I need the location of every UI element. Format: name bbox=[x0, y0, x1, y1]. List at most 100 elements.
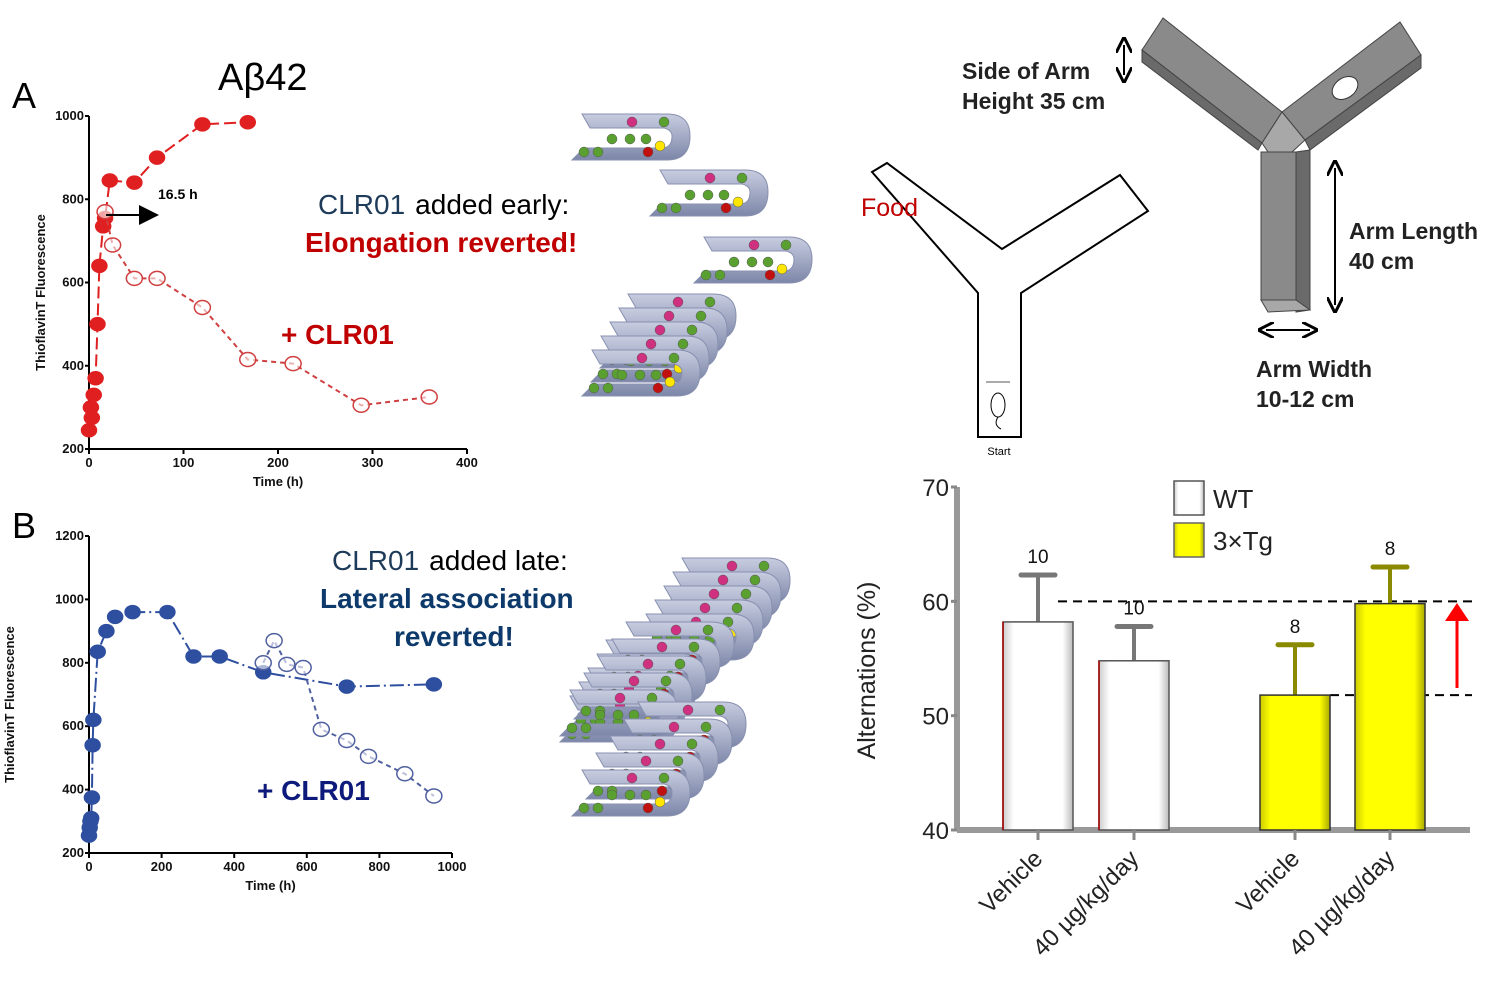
x-tick-label: 0 bbox=[85, 859, 92, 874]
data-point-open bbox=[96, 203, 114, 220]
residue-dot bbox=[594, 709, 606, 721]
residue-dot bbox=[664, 376, 676, 388]
n-label: 10 bbox=[1027, 547, 1048, 568]
y-tick-label: 50 bbox=[922, 704, 949, 731]
x-tick-label: 200 bbox=[267, 455, 289, 470]
data-point-open bbox=[254, 655, 272, 671]
residue-dot bbox=[642, 146, 654, 158]
data-point-filled bbox=[85, 387, 102, 403]
fibril-illustrations bbox=[558, 113, 813, 817]
residue-dot bbox=[578, 802, 590, 814]
residue-dot bbox=[592, 802, 604, 814]
x-tick-label: 200 bbox=[151, 859, 173, 874]
fibril-hairpin bbox=[692, 236, 813, 284]
x-tick-label: 800 bbox=[369, 859, 391, 874]
arrow-label: 16.5 h bbox=[158, 186, 198, 202]
x-tick-label: 400 bbox=[223, 859, 245, 874]
residue-dot bbox=[672, 296, 684, 308]
residue-dot bbox=[580, 722, 592, 734]
x-axis-label: Time (h) bbox=[245, 878, 295, 893]
x-tick-label: 300 bbox=[362, 455, 384, 470]
data-point-open bbox=[425, 788, 443, 804]
residue-dot bbox=[674, 658, 686, 670]
y-tick-label: 400 bbox=[62, 782, 84, 797]
residue-dot bbox=[656, 641, 668, 653]
x-axis-label: Time (h) bbox=[253, 474, 303, 489]
data-point-filled bbox=[106, 609, 124, 625]
residue-dot bbox=[717, 574, 729, 586]
residue-dot bbox=[670, 202, 682, 214]
residue-dot bbox=[645, 338, 657, 350]
residue-dot bbox=[654, 140, 666, 152]
residue-dot bbox=[736, 172, 748, 184]
ymaze-schematic: Food Start bbox=[861, 161, 1150, 458]
residue-dot bbox=[700, 269, 712, 281]
data-point-filled bbox=[211, 649, 228, 664]
y-axis-label: ThioflavinT Fluorescence bbox=[33, 214, 48, 371]
residue-dot bbox=[642, 658, 654, 670]
residue-dot bbox=[695, 310, 707, 322]
residue-dot bbox=[592, 785, 604, 797]
residue-dot bbox=[606, 133, 618, 145]
data-point-filled bbox=[425, 677, 443, 692]
side-height-label-1: Side of Arm bbox=[962, 58, 1090, 84]
x-tick-label: 0 bbox=[85, 455, 92, 470]
data-point-filled bbox=[148, 150, 166, 165]
x-tick-label: 100 bbox=[173, 455, 195, 470]
data-point-open bbox=[396, 766, 414, 782]
residue-dot bbox=[636, 352, 648, 364]
residue-dot bbox=[718, 189, 730, 201]
x-tick-label: 600 bbox=[296, 859, 318, 874]
residue-dot bbox=[764, 269, 776, 281]
data-point-open bbox=[148, 270, 166, 287]
legend-swatch bbox=[1173, 480, 1205, 516]
bar bbox=[1259, 694, 1331, 831]
data-point-open bbox=[294, 659, 312, 676]
bar bbox=[1002, 621, 1074, 831]
y-tick-label: 1000 bbox=[55, 108, 84, 123]
residue-dot bbox=[658, 116, 670, 128]
x-tick-label: Vehicle bbox=[974, 845, 1048, 919]
arm-length-label-2: 40 cm bbox=[1349, 248, 1414, 274]
y-tick-label: 200 bbox=[62, 845, 84, 860]
early-annotation-line2: Elongation reverted! bbox=[305, 227, 577, 258]
data-point-open bbox=[239, 351, 257, 368]
residue-dot bbox=[732, 196, 744, 208]
data-point-filled bbox=[124, 604, 141, 620]
residue-dot bbox=[702, 624, 714, 636]
data-point-filled bbox=[98, 623, 115, 639]
residue-dot bbox=[684, 189, 696, 201]
residue-dot bbox=[677, 338, 689, 350]
residue-dot bbox=[654, 324, 666, 336]
y-tick-label: 60 bbox=[922, 589, 949, 616]
residue-dot bbox=[640, 755, 652, 767]
residue-dot bbox=[686, 324, 698, 336]
residue-dot bbox=[668, 721, 680, 733]
n-label: 10 bbox=[1123, 598, 1144, 619]
residue-dot bbox=[592, 146, 604, 158]
y-tick-label: 200 bbox=[62, 441, 84, 456]
residue-dot bbox=[652, 382, 664, 394]
residue-dot bbox=[748, 239, 760, 251]
panel-label-b: B bbox=[12, 505, 36, 546]
residue-dot bbox=[663, 310, 675, 322]
y-tick-label: 800 bbox=[62, 191, 84, 206]
data-point-filled bbox=[194, 117, 211, 132]
data-point-open bbox=[312, 721, 331, 738]
residue-dot bbox=[597, 368, 609, 380]
legend-label: 3×Tg bbox=[1213, 526, 1273, 556]
y-tick-label: 400 bbox=[62, 358, 84, 373]
x-tick-label: Vehicle bbox=[1231, 845, 1305, 919]
fibril-hairpin bbox=[570, 113, 691, 161]
residue-dot bbox=[578, 146, 590, 158]
data-point-open bbox=[359, 748, 378, 765]
residue-dot bbox=[726, 560, 738, 572]
plus-clr01-label-b: + CLR01 bbox=[257, 775, 370, 806]
x-tick-label: 400 bbox=[456, 455, 478, 470]
data-point-filled bbox=[185, 649, 202, 664]
